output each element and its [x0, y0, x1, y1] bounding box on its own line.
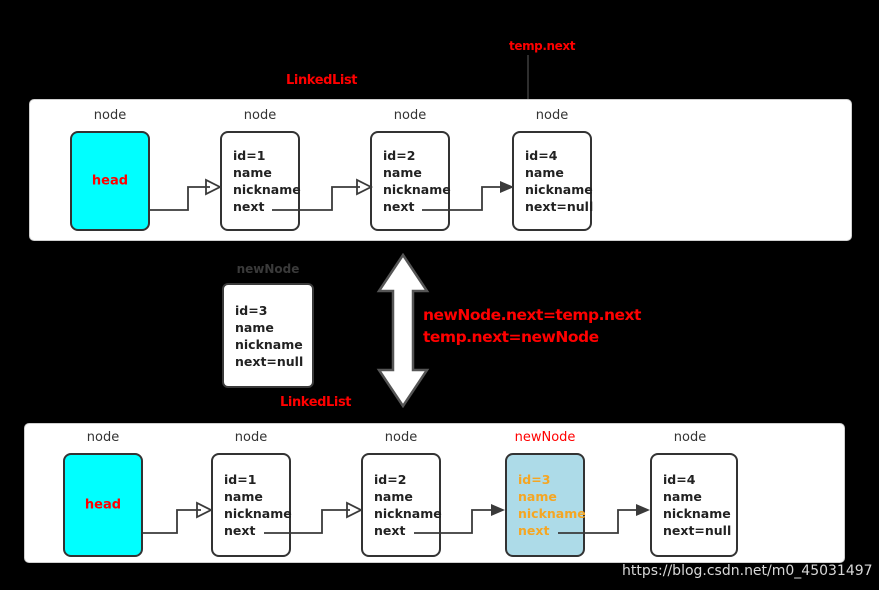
operation-annotation: newNode.next=temp.next temp.next=newNode: [423, 304, 641, 348]
newnode-caption-middle: newNode: [236, 262, 300, 276]
temp-next-label: temp.next: [509, 39, 576, 53]
node-box-middle-newnode: id=3 name nickname next=null: [222, 283, 314, 388]
field-next: next: [518, 523, 550, 538]
field-nickname: nickname: [383, 182, 451, 197]
field-name: name: [525, 165, 564, 180]
field-nickname: nickname: [235, 336, 303, 352]
node-fields-top-2: id=2 name nickname next: [383, 147, 451, 215]
field-next: next=null: [235, 353, 304, 369]
field-id: id=1: [233, 148, 266, 163]
field-id: id=1: [224, 472, 257, 487]
field-name: name: [383, 165, 422, 180]
node-caption-top-0: node: [93, 108, 127, 123]
node-caption-bottom-0: node: [86, 430, 120, 445]
node-box-bottom-head: head: [63, 453, 143, 557]
field-name: name: [374, 489, 413, 504]
transition-double-arrow: [376, 253, 430, 408]
field-next: next: [224, 523, 256, 538]
connector-bottom-2-to-newnode: [414, 504, 505, 534]
linkedlist-label-top: LinkedList: [286, 73, 358, 88]
field-next: next: [374, 523, 406, 538]
node-caption-top-1: node: [243, 108, 277, 123]
connector-bottom-newnode-to-4: [558, 504, 650, 534]
node-caption-bottom-1: node: [234, 430, 268, 445]
connector-bottom-1-to-2: [264, 501, 364, 534]
field-next: next: [233, 199, 265, 214]
node-box-top-3: id=4 name nickname next=null: [512, 131, 593, 231]
node-box-bottom-4: id=4 name nickname next=null: [650, 453, 738, 557]
field-id: id=3: [518, 472, 551, 487]
field-nickname: nickname: [233, 182, 301, 197]
connector-top-head-to-1: [150, 178, 223, 211]
node-caption-bottom-4: node: [673, 430, 707, 445]
node-fields-bottom-4: id=4 name nickname next=null: [663, 471, 731, 539]
annotation-line-1: newNode.next=temp.next: [423, 306, 641, 324]
field-name: name: [224, 489, 263, 504]
field-id: id=2: [374, 472, 407, 487]
node-box-top-2: id=2 name nickname next: [370, 131, 451, 231]
node-box-top-head: head: [70, 131, 150, 231]
node-fields-top-3: id=4 name nickname next=null: [525, 147, 593, 215]
field-next: next=null: [525, 199, 594, 214]
node-box-top-1: id=1 name nickname next: [220, 131, 301, 231]
field-name: name: [663, 489, 702, 504]
field-nickname: nickname: [374, 506, 442, 521]
connector-top-2-to-3: [422, 181, 514, 211]
field-id: id=2: [383, 148, 416, 163]
field-next: next=null: [663, 523, 732, 538]
node-fields-bottom-2: id=2 name nickname next: [374, 471, 442, 539]
node-box-bottom-2: id=2 name nickname next: [361, 453, 442, 557]
field-nickname: nickname: [663, 506, 731, 521]
node-fields-middle-newnode: id=3 name nickname next=null: [235, 302, 303, 370]
node-caption-top-2: node: [393, 108, 427, 123]
head-label-bottom: head: [84, 497, 122, 513]
connector-top-1-to-2: [272, 178, 374, 211]
node-caption-top-3: node: [535, 108, 569, 123]
node-fields-top-1: id=1 name nickname next: [233, 147, 301, 215]
field-nickname: nickname: [525, 182, 593, 197]
field-id: id=3: [235, 302, 268, 318]
field-name: name: [518, 489, 557, 504]
field-id: id=4: [663, 472, 696, 487]
field-nickname: nickname: [518, 506, 586, 521]
head-label-top: head: [91, 173, 129, 189]
field-name: name: [233, 165, 272, 180]
watermark-text: https://blog.csdn.net/m0_45031497: [622, 563, 873, 579]
node-fields-bottom-1: id=1 name nickname next: [224, 471, 292, 539]
node-fields-bottom-newnode: id=3 name nickname next: [518, 471, 586, 539]
field-name: name: [235, 319, 274, 335]
field-id: id=4: [525, 148, 558, 163]
linkedlist-label-bottom: LinkedList: [280, 395, 352, 410]
field-nickname: nickname: [224, 506, 292, 521]
connector-bottom-head-to-1: [143, 501, 214, 534]
node-caption-bottom-3: newNode: [514, 430, 576, 445]
node-box-bottom-1: id=1 name nickname next: [211, 453, 292, 557]
field-next: next: [383, 199, 415, 214]
node-caption-bottom-2: node: [384, 430, 418, 445]
annotation-line-2: temp.next=newNode: [423, 328, 599, 346]
node-box-bottom-newnode: id=3 name nickname next: [505, 453, 586, 557]
